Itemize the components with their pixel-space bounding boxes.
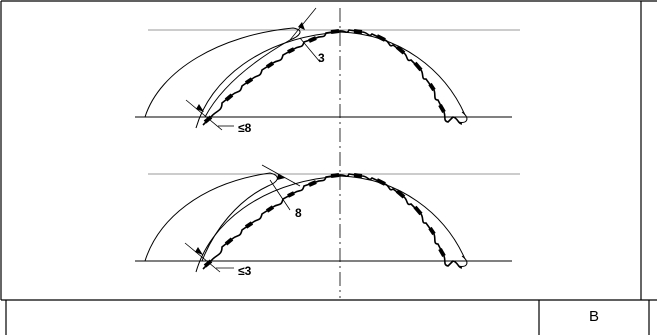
upper-end-hook — [457, 111, 468, 123]
upper-side-dimension-line — [185, 99, 223, 131]
lower-dimension-extension — [269, 179, 291, 211]
upper-ring-arc — [195, 31, 466, 129]
upper-side-arrow — [196, 104, 204, 112]
upper-blade-outline — [144, 27, 301, 118]
upper-tooth-tips — [203, 29, 446, 124]
lower-tooth-tips — [203, 173, 446, 268]
lower-dimension-leader — [261, 164, 301, 187]
upper-dimension-arrow — [298, 22, 305, 30]
cell-label-text: B — [588, 307, 599, 325]
lower-ring-arc — [195, 175, 466, 273]
upper-tooth-dim-label: 3 — [318, 51, 325, 65]
upper-tooth-profile — [202, 29, 463, 126]
table-cell-label: B — [539, 301, 649, 331]
lower-side-dim-label: ≤3 — [238, 264, 252, 278]
lower-blade-outline — [144, 172, 278, 262]
lower-tooth-dim-label: 8 — [295, 206, 302, 220]
lower-view: 8 ≤3 — [135, 164, 520, 278]
lower-end-hook — [457, 255, 468, 267]
lower-tooth-profile — [202, 173, 463, 270]
upper-dimension-extension — [299, 37, 321, 63]
lower-side-arrow — [195, 247, 203, 255]
lower-side-dimension-line — [184, 242, 221, 273]
upper-view: 3 ≤8 — [135, 7, 520, 135]
upper-dimension-leader — [289, 7, 317, 41]
upper-side-dim-label: ≤8 — [238, 121, 252, 135]
lower-dimension-arrow — [277, 174, 285, 180]
